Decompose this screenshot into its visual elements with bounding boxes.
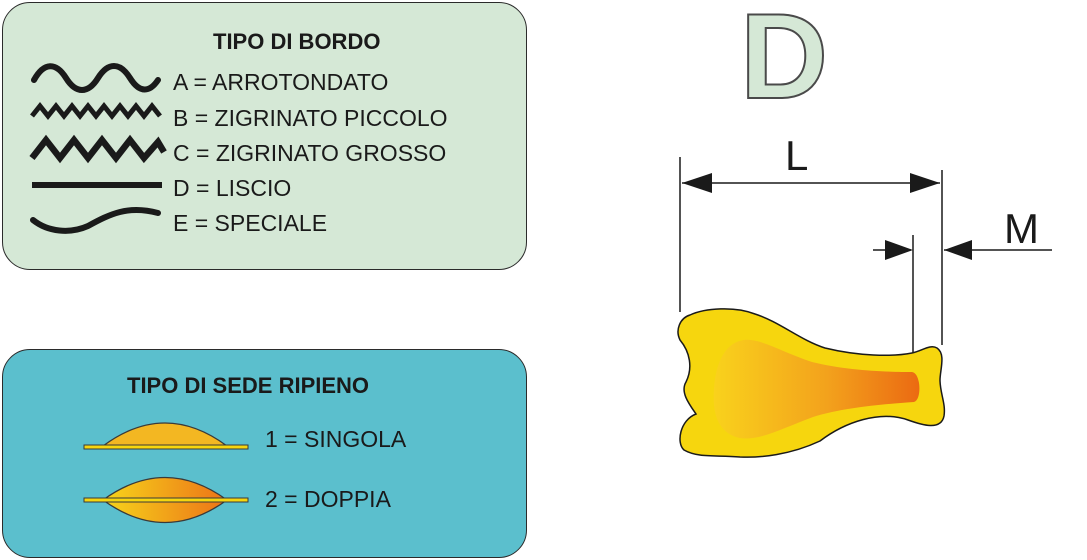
bordo-label-e: E = SPECIALE bbox=[173, 210, 328, 236]
gasket-filler-core bbox=[713, 339, 920, 439]
single-seat-icon bbox=[83, 422, 249, 450]
bordo-label-d: D = LISCIO bbox=[173, 175, 292, 201]
dimension-l bbox=[679, 157, 943, 345]
dimension-label-m: M bbox=[1004, 205, 1039, 252]
sede-legend-panel bbox=[2, 349, 527, 558]
large-zigzag-line-icon bbox=[29, 134, 167, 164]
curve-line-icon bbox=[30, 207, 161, 234]
wavy-line-icon bbox=[31, 63, 161, 93]
profile-letter: D bbox=[739, 0, 829, 125]
dimension-m bbox=[873, 235, 1052, 355]
double-seat-icon bbox=[83, 476, 249, 524]
bordo-label-a: A = ARROTONDATO bbox=[173, 69, 389, 95]
bordo-label-b: B = ZIGRINATO PICCOLO bbox=[173, 105, 448, 131]
sede-title: TIPO DI SEDE RIPIENO bbox=[127, 373, 370, 398]
dimension-label-l: L bbox=[785, 132, 809, 179]
bordo-title: TIPO DI BORDO bbox=[213, 29, 381, 54]
sede-label-1: 1 = SINGOLA bbox=[265, 426, 407, 452]
bordo-label-c: C = ZIGRINATO GROSSO bbox=[173, 140, 447, 166]
sede-label-2: 2 = DOPPIA bbox=[265, 486, 391, 512]
small-zigzag-line-icon bbox=[30, 101, 162, 121]
